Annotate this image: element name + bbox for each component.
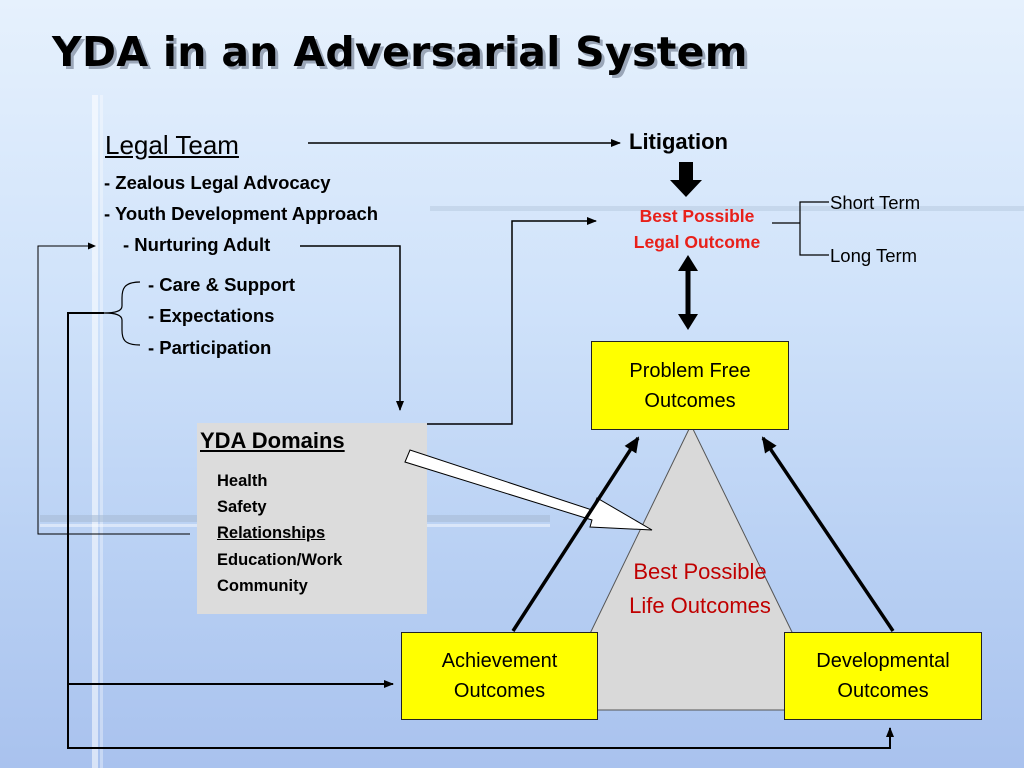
achievement-line2: Outcomes (453, 680, 546, 702)
yda-domains-panel (197, 423, 427, 614)
double-arrow-top (678, 255, 698, 271)
litigation-label: Litigation (629, 129, 728, 154)
achievement-outcomes-box: Achievement Outcomes (401, 632, 598, 720)
domain-community: Community (217, 577, 308, 595)
arrow-achievement-to-problem-free (511, 436, 640, 632)
arrow-feedback-loop (37, 242, 190, 535)
short-term-label: Short Term (830, 192, 921, 213)
domain-safety: Safety (217, 498, 267, 516)
developmental-outcomes-box: Developmental Outcomes (784, 632, 982, 720)
best-life-outcomes: Best Possible Life Outcomes (600, 555, 800, 623)
arrow-domains-to-legal-outcome (427, 217, 597, 425)
long-term-label: Long Term (830, 245, 918, 266)
best-legal-outcome: Best Possible Legal Outcome (606, 203, 788, 255)
best-life-outcomes-line2: Life Outcomes (629, 593, 771, 618)
domain-relationships: Relationships (217, 524, 326, 542)
developmental-line2: Outcomes (837, 680, 929, 702)
legal-team-item-yda: - Youth Development Approach (104, 203, 379, 224)
problem-free-line2: Outcomes (644, 389, 736, 412)
decor-vertical-bar-thin (100, 95, 103, 768)
legal-team-item-nurturing: - Nurturing Adult (123, 234, 271, 255)
term-bracket (799, 201, 829, 256)
decor-horizontal-bar-upper (430, 206, 1024, 211)
slide-title: YDA in an Adversarial System (52, 28, 748, 76)
best-legal-outcome-line2: Legal Outcome (633, 232, 761, 252)
legal-team-item-expectations: - Expectations (148, 305, 275, 326)
yda-domains-heading: YDA Domains (200, 428, 345, 453)
double-arrow-bottom (678, 314, 698, 330)
problem-free-line1: Problem Free (629, 359, 751, 382)
arrow-to-achievement (67, 312, 394, 688)
arrow-nurturing-to-domains (300, 245, 404, 411)
arrow-to-developmental (67, 684, 894, 749)
best-life-outcomes-line1: Best Possible (633, 559, 767, 584)
domain-health: Health (217, 472, 268, 490)
legal-team-item-advocacy: - Zealous Legal Advocacy (104, 172, 331, 193)
domain-education-work: Education/Work (217, 551, 343, 569)
problem-free-outcomes-box: Problem Free Outcomes (591, 341, 789, 430)
legal-team-item-care: - Care & Support (148, 274, 295, 295)
developmental-line1: Developmental (816, 650, 950, 672)
arrow-litigation-down (670, 162, 702, 197)
hollow-arrow-domains-to-life (404, 449, 653, 531)
curly-brace (103, 281, 141, 346)
legal-team-item-participation: - Participation (148, 337, 272, 358)
decor-vertical-bar (92, 95, 98, 768)
legal-team-heading: Legal Team (105, 130, 239, 160)
achievement-line1: Achievement (441, 650, 558, 672)
arrow-developmental-to-problem-free (761, 436, 895, 632)
best-legal-outcome-line1: Best Possible (639, 206, 755, 226)
